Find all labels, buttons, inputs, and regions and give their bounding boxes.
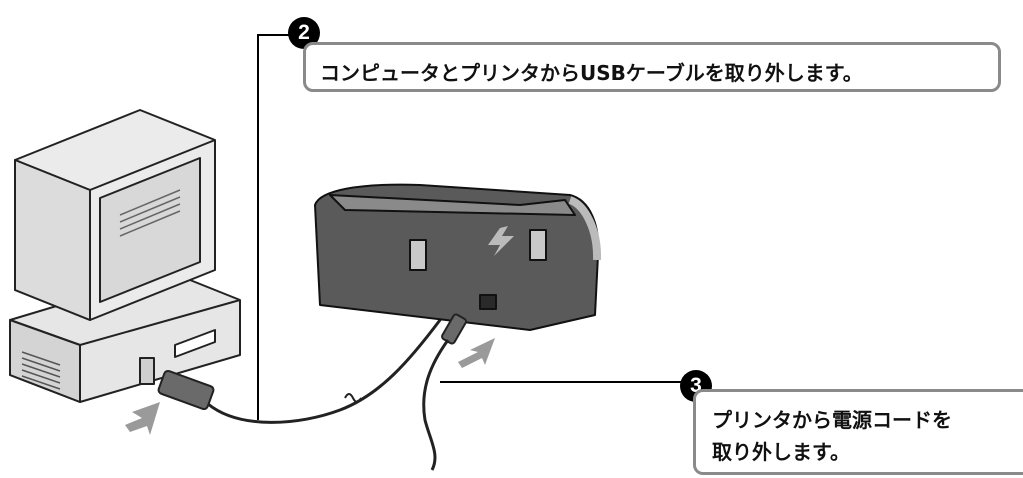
- step-3-text-line-1: プリンタから電源コードを: [712, 408, 952, 432]
- unplug-arrow-icon: [125, 402, 160, 435]
- step-2-text: コンピュータとプリンタからUSBケーブルを取り外します。: [320, 61, 863, 85]
- computer-icon: [9, 109, 241, 403]
- leader-line-step-3: [440, 381, 694, 395]
- step-3-text-line-2: 取り外します。: [712, 440, 850, 464]
- printer-icon: [314, 183, 602, 331]
- power-unplug-arrow-icon: [458, 338, 495, 368]
- step-2-callout: コンピュータとプリンタからUSBケーブルを取り外します。: [303, 42, 1001, 92]
- power-cord-icon: [422, 313, 467, 471]
- leader-line-step-2: [257, 34, 303, 420]
- step-3-callout: プリンタから電源コードを 取り外します。: [693, 389, 1023, 475]
